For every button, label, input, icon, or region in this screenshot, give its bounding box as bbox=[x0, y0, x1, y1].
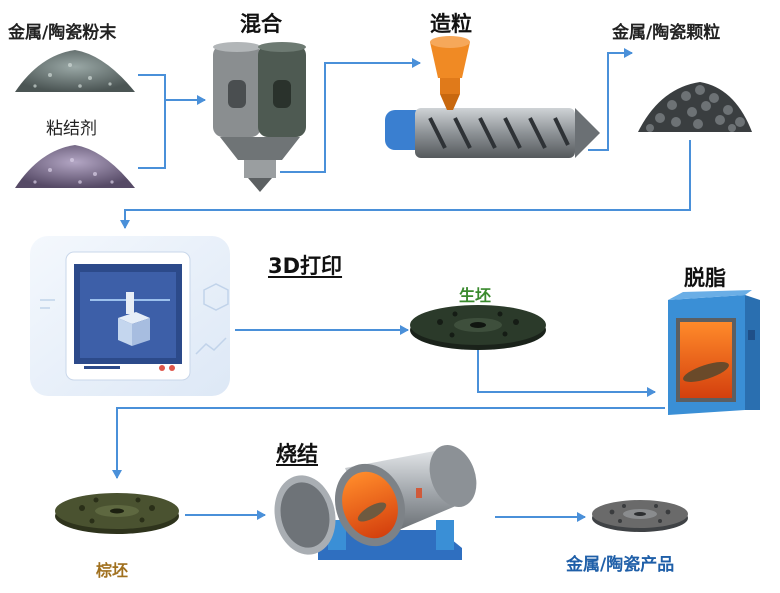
flow-arrows bbox=[112, 48, 691, 522]
arrow-binder-to-mixer bbox=[138, 100, 166, 169]
sintering-furnace-icon bbox=[274, 445, 477, 560]
3d-printing-label: 3D打印 bbox=[268, 254, 343, 278]
debinding-oven-icon bbox=[668, 290, 760, 415]
brown-part-label: 棕坯 bbox=[96, 561, 129, 580]
metal-ceramic-granules-label: 金属/陶瓷颗粒 bbox=[612, 23, 721, 43]
arrow-granules-to-printer bbox=[120, 140, 691, 229]
brown-part-icon bbox=[55, 493, 179, 534]
arrow-green-to-debinding bbox=[477, 350, 656, 397]
green-part-label: 生坯 bbox=[459, 286, 492, 305]
arrow-mixer-to-granulation bbox=[280, 58, 421, 173]
granulation-label: 造粒 bbox=[430, 12, 472, 36]
binder-label: 粘结剂 bbox=[46, 119, 97, 139]
3d-printer-icon bbox=[30, 236, 230, 396]
mixer-icon bbox=[213, 42, 306, 192]
debinding-label: 脱脂 bbox=[684, 266, 726, 290]
metal-ceramic-powder-pile bbox=[15, 50, 135, 92]
green-part-icon bbox=[410, 305, 546, 350]
mixing-label: 混合 bbox=[240, 12, 282, 36]
granulation-extruder-icon bbox=[385, 36, 600, 158]
metal-ceramic-product-label: 金属/陶瓷产品 bbox=[566, 555, 675, 575]
product-part-icon bbox=[592, 500, 688, 532]
binder-powder-pile bbox=[15, 145, 135, 188]
metal-ceramic-powder-label: 金属/陶瓷粉末 bbox=[8, 23, 117, 43]
arrow-powder-to-mixer bbox=[138, 74, 206, 105]
sintering-label: 烧结 bbox=[276, 442, 318, 466]
arrow-debinding-to-brown bbox=[112, 407, 665, 479]
arrow-granulation-to-granules bbox=[588, 48, 633, 151]
metal-ceramic-granules-pile bbox=[638, 82, 752, 132]
